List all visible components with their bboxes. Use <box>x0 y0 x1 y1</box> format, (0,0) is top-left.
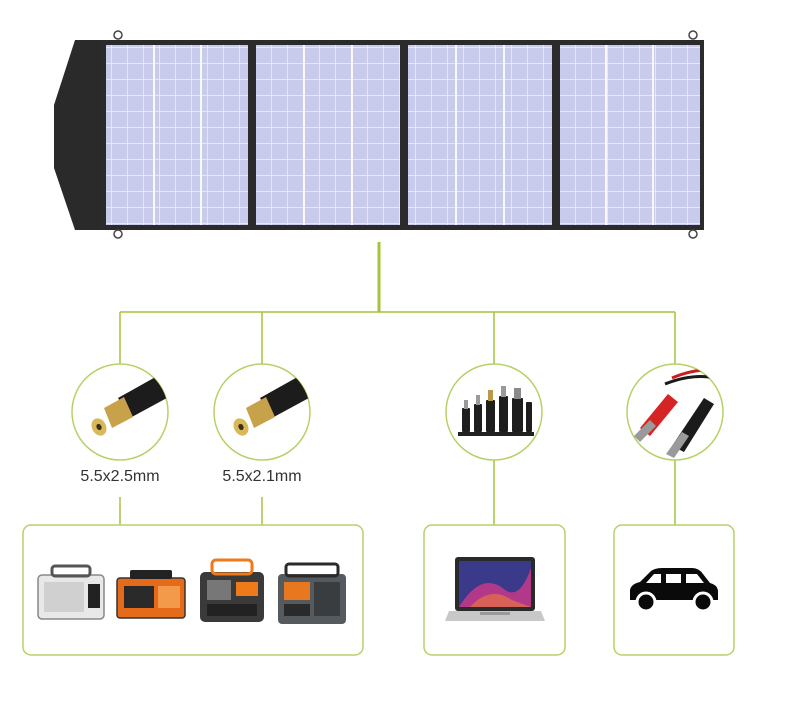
connector-label-5521: 5.5x2.1mm <box>222 468 302 485</box>
panel-section-4 <box>560 45 700 225</box>
connector-label-5525: 5.5x2.5mm <box>80 468 160 485</box>
connector-dc-5521 <box>213 363 311 461</box>
connector-dc-5525 <box>71 363 169 461</box>
laptop-adapter-tips-icon <box>458 386 534 436</box>
panel-section-3 <box>408 45 552 225</box>
panel-section-2 <box>256 45 400 225</box>
connector-lines <box>119 242 676 525</box>
solar-panel <box>54 30 704 239</box>
power-station-icon <box>116 570 186 619</box>
power-station-icon <box>278 562 346 624</box>
device-box-laptop <box>423 524 566 656</box>
panel-section-1 <box>106 45 248 225</box>
panel-handle-flap <box>54 40 104 230</box>
laptop-icon <box>445 557 545 621</box>
device-box-car <box>613 524 735 656</box>
power-station-icon <box>200 558 264 622</box>
panel-grommets <box>113 30 698 239</box>
panel-column-dividers <box>153 45 654 225</box>
power-station-icon <box>37 564 105 620</box>
connector-laptop-tips <box>445 363 543 461</box>
connector-alligator <box>626 363 724 461</box>
car-icon <box>630 568 718 613</box>
device-box-power-stations <box>22 524 364 656</box>
